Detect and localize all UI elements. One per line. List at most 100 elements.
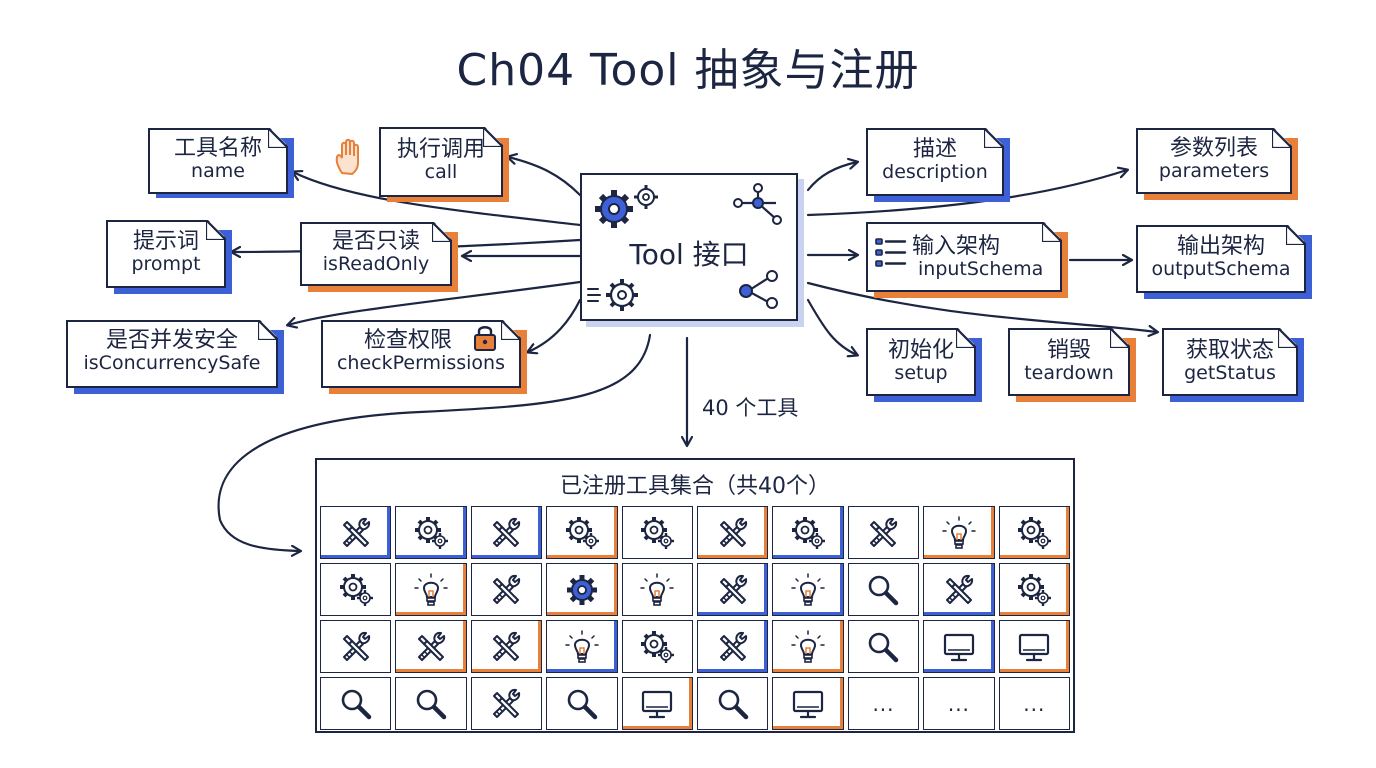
node-checkpermissions: 检查权限 checkPermissions	[321, 320, 521, 388]
gears-icon	[595, 185, 658, 228]
wrench-icon	[941, 572, 977, 608]
gear-icon	[790, 515, 826, 551]
wrench-icon	[488, 629, 524, 665]
gear-icon	[413, 515, 449, 551]
node-name-en: name	[191, 160, 245, 183]
gear-icon	[564, 515, 600, 551]
gear-icon	[639, 515, 675, 551]
arrow-to-setup	[806, 298, 857, 355]
tool-cell	[697, 620, 769, 673]
node-inputschema-zh: 输入架构	[912, 234, 1001, 259]
tool-cell	[697, 677, 769, 730]
node-isreadonly-zh: 是否只读	[331, 229, 420, 254]
registry-title: 已注册工具集合（共40个）	[560, 474, 830, 499]
tool-cell	[546, 620, 618, 673]
tool-cell	[395, 620, 467, 673]
node-prompt: 提示词 prompt	[106, 220, 226, 288]
node-prompt-en: prompt	[131, 253, 201, 276]
node-inputschema-en: inputSchema	[918, 258, 1044, 281]
tool-cell	[546, 563, 618, 616]
tool-cell	[470, 563, 543, 616]
node-teardown-en: teardown	[1024, 362, 1114, 385]
tool-cell	[998, 506, 1070, 559]
bulb-icon	[413, 572, 449, 608]
arrow-to-checkpermissions	[528, 298, 582, 352]
tool-cell	[621, 620, 693, 673]
gear-icon	[639, 629, 675, 665]
node-isconcurrencysafe-en: isConcurrencySafe	[83, 352, 261, 375]
node-setup-zh: 初始化	[887, 338, 954, 363]
tool-cell	[697, 506, 769, 559]
node-outputschema-en: outputSchema	[1151, 258, 1291, 281]
node-call-en: call	[424, 161, 458, 184]
tool-interface-label: Tool 接口	[629, 238, 749, 271]
tool-cell	[772, 620, 844, 673]
node-call: 执行调用 call	[379, 127, 503, 197]
tool-cell	[395, 563, 467, 616]
tool-registry: 已注册工具集合（共40个） .........	[315, 458, 1075, 733]
gear-solid-icon	[564, 572, 600, 608]
wrench-icon	[338, 629, 374, 665]
wrench-icon	[488, 686, 524, 722]
node-setup-en: setup	[894, 362, 948, 385]
tool-cell	[847, 506, 920, 559]
tool-cell	[470, 506, 543, 559]
bulb-icon	[639, 572, 675, 608]
tool-cell	[923, 506, 995, 559]
tool-cell	[621, 677, 693, 730]
node-prompt-zh: 提示词	[132, 229, 199, 254]
node-call-zh: 执行调用	[396, 137, 485, 162]
magnifier-icon	[564, 686, 600, 722]
monitor-icon	[639, 686, 675, 722]
node-isconcurrencysafe: 是否并发安全 isConcurrencySafe	[66, 320, 278, 388]
tool-cell: ...	[923, 677, 995, 730]
bulb-icon	[941, 515, 977, 551]
wrench-icon	[488, 515, 524, 551]
node-setup: 初始化 setup	[866, 328, 976, 396]
tool-cell	[923, 563, 995, 616]
tool-count-label: 40 个工具	[702, 396, 799, 420]
ellipsis-text: ...	[872, 691, 895, 716]
registry-grid: .........	[320, 506, 1070, 730]
tool-cell: ...	[847, 677, 920, 730]
tool-cell	[847, 620, 920, 673]
magnifier-icon	[715, 686, 751, 722]
wrench-icon	[338, 515, 374, 551]
list-icon	[875, 238, 907, 267]
wrench-icon	[413, 629, 449, 665]
bulb-icon	[564, 629, 600, 665]
tool-cell	[395, 677, 467, 730]
arrow-to-call	[508, 157, 582, 197]
page-title: Ch04 Tool 抽象与注册	[456, 45, 920, 96]
lock-icon	[474, 326, 496, 351]
node-inputschema: 输入架构 inputSchema	[866, 222, 1062, 292]
tool-cell	[847, 563, 920, 616]
node-isreadonly: 是否只读 isReadOnly	[300, 222, 452, 286]
monitor-icon	[790, 686, 826, 722]
gear-icon	[1016, 572, 1052, 608]
node-getstatus: 获取状态 getStatus	[1162, 328, 1298, 396]
tool-cell	[621, 506, 693, 559]
tool-cell	[546, 677, 618, 730]
tool-cell	[320, 563, 392, 616]
node-isconcurrencysafe-zh: 是否并发安全	[105, 328, 238, 353]
node-checkpermissions-zh: 检查权限	[363, 328, 452, 353]
node-isreadonly-en: isReadOnly	[322, 253, 430, 276]
tool-cell	[923, 620, 995, 673]
magnifier-icon	[413, 686, 449, 722]
node-description-zh: 描述	[912, 137, 957, 162]
tool-cell	[697, 563, 769, 616]
tool-cell	[772, 506, 844, 559]
tool-cell: ...	[998, 677, 1070, 730]
ellipsis-text: ...	[1023, 691, 1046, 716]
tool-interface-box: Tool 接口	[580, 173, 798, 321]
tool-cell	[998, 563, 1070, 616]
node-getstatus-en: getStatus	[1184, 362, 1276, 385]
node-outputschema: 输出架构 outputSchema	[1136, 225, 1306, 293]
tool-cell	[998, 620, 1070, 673]
node-name-zh: 工具名称	[173, 136, 262, 161]
hand-icon	[335, 138, 359, 176]
magnifier-icon	[865, 629, 901, 665]
tool-cell	[470, 620, 543, 673]
node-parameters-en: parameters	[1158, 160, 1270, 183]
